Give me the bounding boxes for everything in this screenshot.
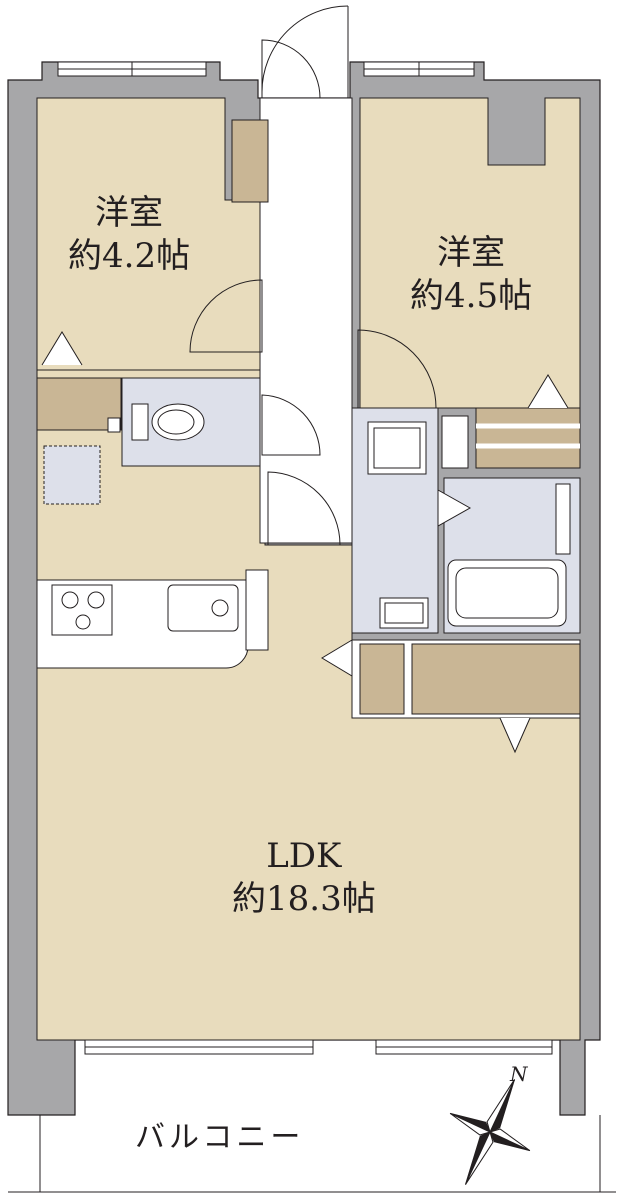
room-size: 約4.2帖 xyxy=(68,235,191,276)
storage-marker-left xyxy=(41,331,83,366)
room-label-western-right: 洋室 約4.5帖 xyxy=(410,232,532,317)
door-left-room xyxy=(189,279,263,353)
room-label-ldk: LDK 約18.3帖 xyxy=(232,835,376,920)
closet-right xyxy=(475,374,581,469)
door-right-room xyxy=(357,329,437,409)
fridge-space xyxy=(43,445,101,505)
balcony-windows xyxy=(84,1039,553,1055)
balcony-label: バルコニー xyxy=(135,1120,305,1155)
room-label-western-left: 洋室 約4.2帖 xyxy=(68,192,190,277)
toilet-door xyxy=(261,394,321,456)
room-size: 約4.5帖 xyxy=(410,275,533,316)
top-windows xyxy=(57,61,475,77)
kitchen-counter xyxy=(36,569,269,669)
toilet-room xyxy=(107,377,261,467)
compass-north-label: N xyxy=(510,1062,528,1086)
entrance-door xyxy=(261,5,349,99)
compass-rose xyxy=(449,1079,531,1185)
storage-center xyxy=(321,639,581,754)
room-name: LDK xyxy=(266,836,342,876)
room-name: 洋室 xyxy=(437,233,506,273)
storage-left xyxy=(36,377,122,431)
interior-floor xyxy=(36,97,581,1041)
ldk-door xyxy=(267,471,341,546)
room-size: 約18.3帖 xyxy=(232,878,376,919)
room-name: 洋室 xyxy=(95,193,164,233)
hallway xyxy=(259,97,353,544)
wet-area xyxy=(351,407,581,634)
closet-left xyxy=(231,119,269,203)
balcony xyxy=(8,1115,616,1193)
